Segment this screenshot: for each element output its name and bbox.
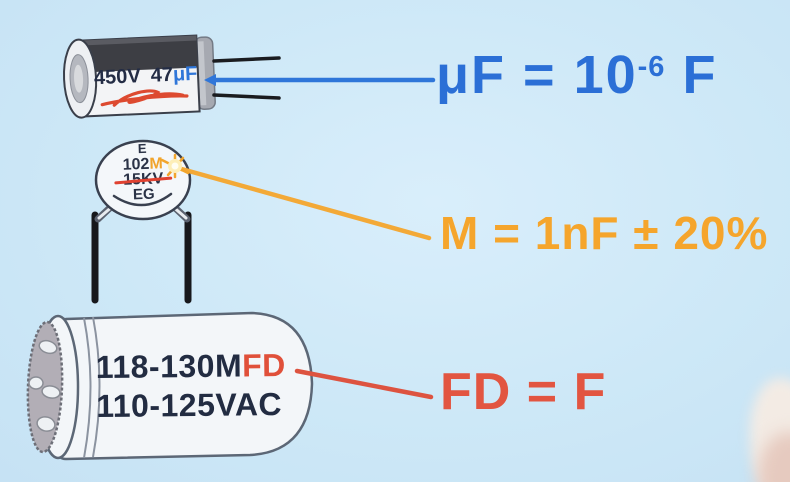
- equation-fd: FD = F: [440, 363, 607, 421]
- electrolytic-lead-bottom: [212, 93, 281, 100]
- equation-tolerance: M = 1nF ± 20%: [440, 207, 769, 259]
- electrolytic-capacitor-illustration: [62, 34, 216, 119]
- electrolytic-capacitance-value: 47: [150, 63, 174, 87]
- electrolytic-lead-top: [212, 56, 281, 63]
- red-scribble-mark: [100, 89, 189, 107]
- motor-voltage-line: 110-125VAC: [96, 386, 283, 425]
- ceramic-disc-marking: E 102M 15KV EG: [95, 140, 191, 203]
- pointer-line-fd: [294, 368, 434, 400]
- motor-capacitor-terminals: [28, 339, 61, 432]
- motor-capacitor-marking: 118-130MFD 110-125VAC: [96, 346, 287, 426]
- electrolytic-unit: μF: [172, 62, 198, 86]
- exponent: -6: [637, 51, 666, 83]
- motor-rating-line: 118-130MFD: [95, 347, 286, 385]
- electrolytic-capacitor-marking: 450V 47μF: [93, 62, 198, 90]
- pointer-line-tolerance: [175, 165, 432, 241]
- motor-fd-highlight: FD: [241, 347, 286, 384]
- electrolytic-voltage-rating: 450V: [93, 65, 142, 90]
- disc-smile-arc: [112, 192, 173, 207]
- motor-run-capacitor-illustration: [26, 311, 314, 461]
